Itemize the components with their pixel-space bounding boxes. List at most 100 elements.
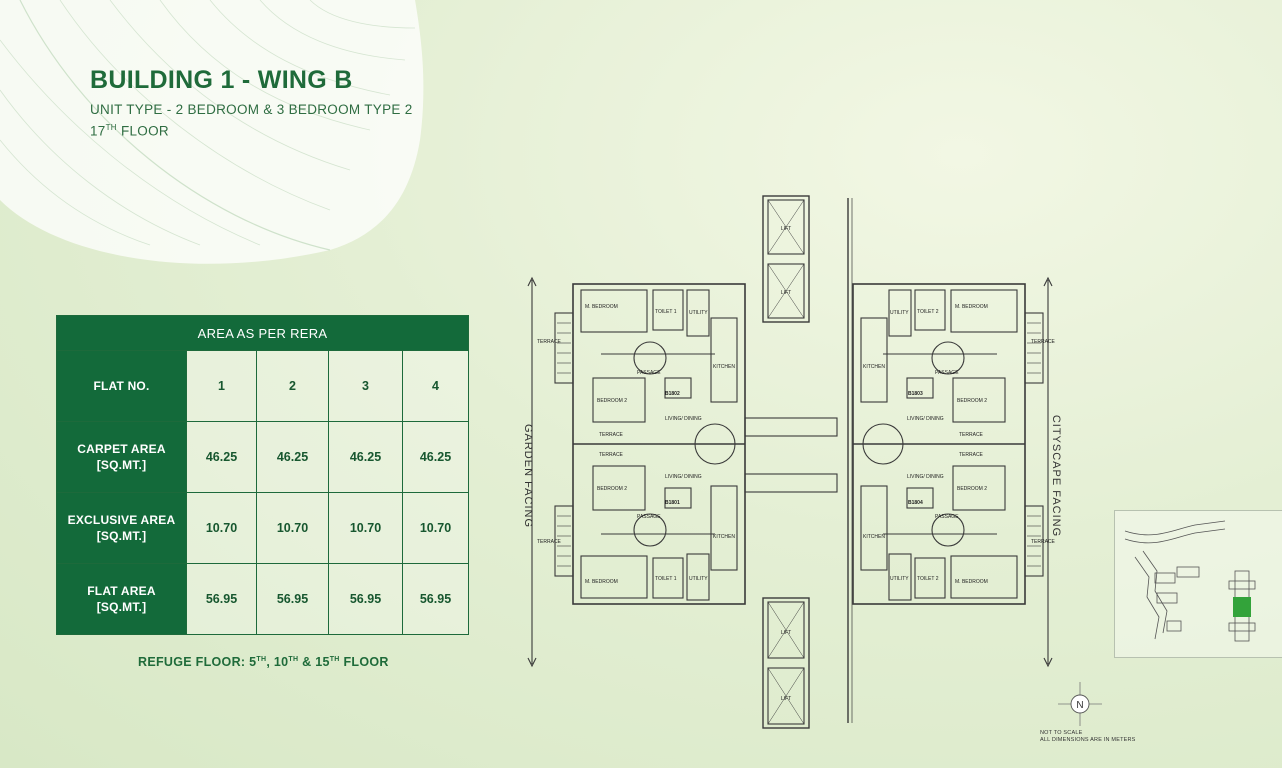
room-living-2: LIVING/ DINING <box>665 474 702 480</box>
refuge-suffix: FLOOR <box>339 655 389 669</box>
row-label-line1: FLAT AREA <box>87 584 156 598</box>
flat-2: 2 <box>256 350 329 422</box>
room-utility-4: UTILITY <box>890 576 909 582</box>
table-heading: AREA AS PER RERA <box>55 315 470 351</box>
floor-plan: LIFT LIFT LIFT LIFT B1802 B1801 B1803 B1… <box>527 195 1056 729</box>
unit-label-b1802: B1802 <box>665 391 680 397</box>
carpet-area-1: 46.25 <box>186 421 257 493</box>
rera-area-table: AREA AS PER RERA FLAT NO. 1 2 3 4 CARPET… <box>55 315 470 635</box>
room-m-bedroom-3: M. BEDROOM <box>955 304 988 310</box>
room-terrace-4: TERRACE <box>599 452 624 458</box>
refuge-floor-note: REFUGE FLOOR: 5TH, 10TH & 15TH FLOOR <box>138 655 389 669</box>
row-label-line1: CARPET AREA <box>77 442 166 456</box>
carpet-area-2: 46.25 <box>256 421 329 493</box>
lift-label-1: LIFT <box>781 226 791 232</box>
unit-label-b1801: B1801 <box>665 500 680 506</box>
refuge-sup3: TH <box>329 655 340 663</box>
refuge-prefix: REFUGE FLOOR: 5 <box>138 655 257 669</box>
row-label-line2: [SQ.MT.] <box>96 458 147 472</box>
room-toilet1-1: TOILET 1 <box>655 309 677 315</box>
room-kitchen-2: KITCHEN <box>713 534 735 540</box>
refuge-mid2: & 15 <box>298 655 330 669</box>
floor-word: FLOOR <box>120 123 169 139</box>
room-bedroom2-3: BEDROOM 2 <box>957 398 987 404</box>
room-m-bedroom-2: M. BEDROOM <box>585 579 618 585</box>
flat-area-label: FLAT AREA [SQ.MT.] <box>56 563 187 635</box>
refuge-sup1: TH <box>256 655 267 663</box>
table-row: CARPET AREA [SQ.MT.] 46.25 46.25 46.25 46… <box>56 421 470 493</box>
flat-no-label: FLAT NO. <box>56 350 187 422</box>
title-block: BUILDING 1 - WING B UNIT TYPE - 2 BEDROO… <box>90 66 413 141</box>
room-m-bedroom-1: M. BEDROOM <box>585 304 618 310</box>
room-toilet2-2: TOILET 2 <box>917 576 939 582</box>
room-passage-2: PASSAGE <box>637 514 661 520</box>
key-map <box>1114 510 1282 658</box>
room-bedroom2-1: BEDROOM 2 <box>597 398 627 404</box>
flat-area-3: 56.95 <box>328 563 403 635</box>
flat-area-1: 56.95 <box>186 563 257 635</box>
carpet-area-4: 46.25 <box>401 421 470 493</box>
row-label-line2: [SQ.MT.] <box>96 600 147 614</box>
flat-4: 4 <box>401 350 470 422</box>
lift-label-4: LIFT <box>781 696 791 702</box>
flat-1: 1 <box>186 350 257 422</box>
unit-label-b1803: B1803 <box>908 391 923 397</box>
room-terrace-3: TERRACE <box>599 432 624 438</box>
room-m-bedroom-4: M. BEDROOM <box>955 579 988 585</box>
floor-number: 17 <box>90 123 106 139</box>
flat-area-4: 56.95 <box>401 563 470 635</box>
room-utility-1: UTILITY <box>689 310 708 316</box>
leaf-decoration <box>0 0 424 264</box>
exclusive-area-3: 10.70 <box>328 492 403 564</box>
exclusive-area-2: 10.70 <box>256 492 329 564</box>
scale-notes: NOT TO SCALE ALL DIMENSIONS ARE IN METER… <box>1040 730 1136 744</box>
room-terrace-2: TERRACE <box>537 539 562 545</box>
garden-facing-label: GARDEN FACING <box>522 423 534 529</box>
cityscape-facing-label: CITYSCAPE FACING <box>1050 414 1062 538</box>
room-bedroom2-2: BEDROOM 2 <box>597 486 627 492</box>
room-passage-3: PASSAGE <box>935 370 959 376</box>
room-terrace-6: TERRACE <box>959 452 984 458</box>
room-terrace-8: TERRACE <box>1031 539 1056 545</box>
flat-3: 3 <box>328 350 403 422</box>
north-compass-icon: N <box>1058 682 1102 726</box>
table-row: EXCLUSIVE AREA [SQ.MT.] 10.70 10.70 10.70… <box>56 492 470 564</box>
room-passage-4: PASSAGE <box>935 514 959 520</box>
room-living-1: LIVING/ DINING <box>665 416 702 422</box>
refuge-sup2: TH <box>288 655 299 663</box>
room-living-3: LIVING/ DINING <box>907 416 944 422</box>
refuge-mid1: , 10 <box>266 655 289 669</box>
row-label-line1: EXCLUSIVE AREA <box>67 513 176 527</box>
unit-type: UNIT TYPE - 2 BEDROOM & 3 BEDROOM TYPE 2 <box>90 102 413 117</box>
lift-label-2: LIFT <box>781 290 791 296</box>
room-toilet1-2: TOILET 1 <box>655 576 677 582</box>
room-kitchen-3: KITCHEN <box>863 364 885 370</box>
table-row: FLAT NO. 1 2 3 4 <box>56 350 470 422</box>
floor-label: 17TH FLOOR <box>90 119 413 141</box>
table-row: FLAT AREA [SQ.MT.] 56.95 56.95 56.95 56.9… <box>56 563 470 635</box>
room-terrace-7: TERRACE <box>1031 339 1056 345</box>
room-passage-1: PASSAGE <box>637 370 661 376</box>
unit-label-b1804: B1804 <box>908 500 923 506</box>
room-kitchen-4: KITCHEN <box>863 534 885 540</box>
exclusive-area-1: 10.70 <box>186 492 257 564</box>
room-living-4: LIVING/ DINING <box>907 474 944 480</box>
page-title: BUILDING 1 - WING B <box>90 66 353 94</box>
room-utility-2: UTILITY <box>689 576 708 582</box>
row-label-line2: [SQ.MT.] <box>96 529 147 543</box>
exclusive-area-4: 10.70 <box>401 492 470 564</box>
room-bedroom2-4: BEDROOM 2 <box>957 486 987 492</box>
note-dimensions: ALL DIMENSIONS ARE IN METERS <box>1040 737 1136 743</box>
flat-area-2: 56.95 <box>256 563 329 635</box>
room-utility-3: UTILITY <box>890 310 909 316</box>
room-kitchen-1: KITCHEN <box>713 364 735 370</box>
room-terrace-1: TERRACE <box>537 339 562 345</box>
floor-sup: TH <box>105 123 117 132</box>
lift-label-3: LIFT <box>781 630 791 636</box>
note-not-to-scale: NOT TO SCALE <box>1040 730 1083 736</box>
carpet-area-label: CARPET AREA [SQ.MT.] <box>56 421 187 493</box>
carpet-area-3: 46.25 <box>328 421 403 493</box>
room-toilet2-1: TOILET 2 <box>917 309 939 315</box>
exclusive-area-label: EXCLUSIVE AREA [SQ.MT.] <box>56 492 187 564</box>
room-terrace-5: TERRACE <box>959 432 984 438</box>
